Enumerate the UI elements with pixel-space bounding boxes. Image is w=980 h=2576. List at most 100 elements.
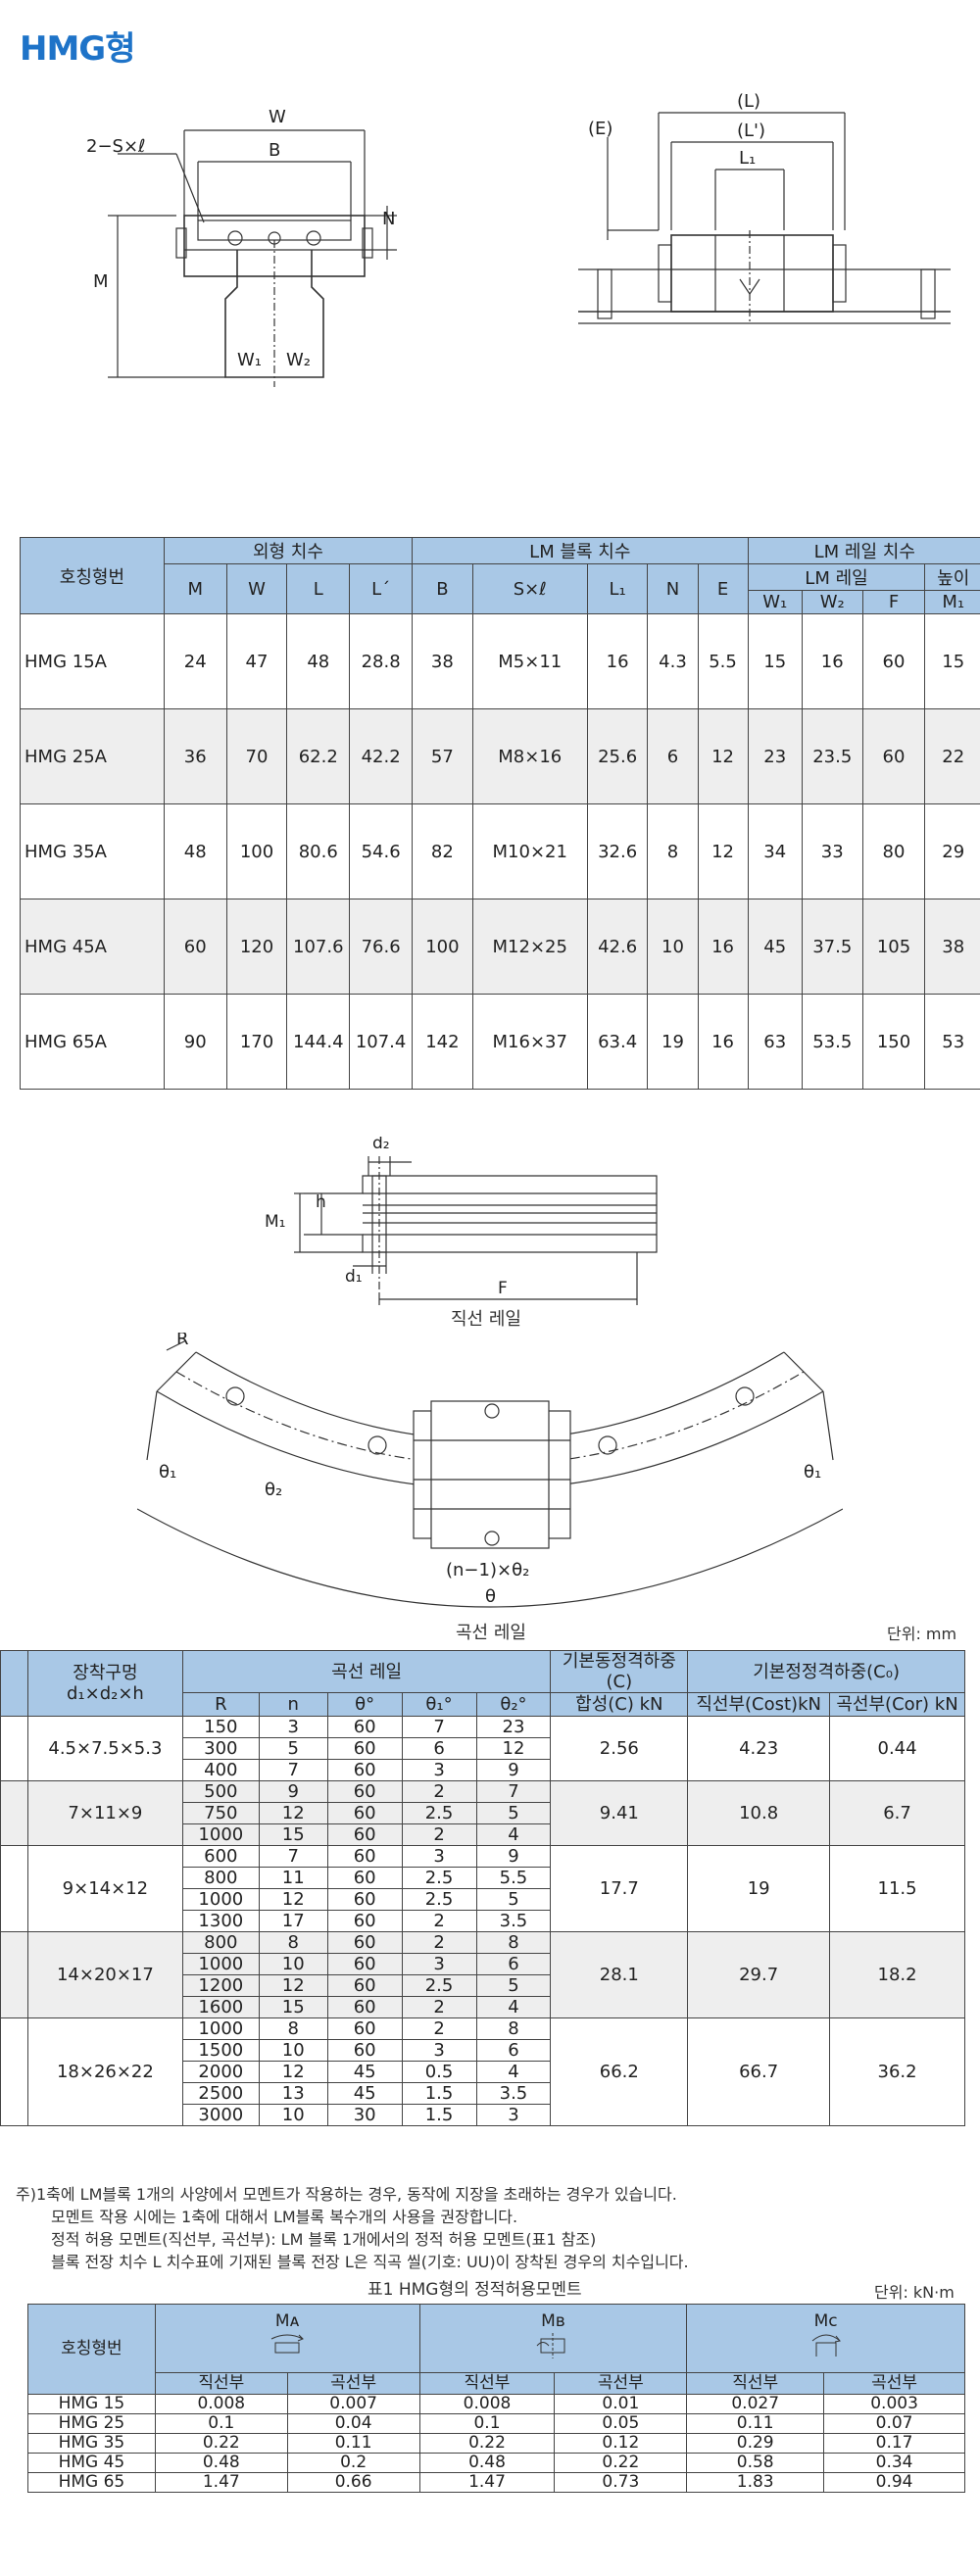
table-cell: 45 xyxy=(326,2082,403,2105)
table-cell: 1300 xyxy=(181,1910,260,1932)
table-cell: 2 xyxy=(401,1823,477,1846)
table-cell: 1200 xyxy=(181,1974,260,1997)
table-cell: M12×25 xyxy=(471,899,588,995)
straight-rail-caption: 직선 레일 xyxy=(451,1309,521,1330)
table-cell: 60 xyxy=(326,1759,403,1781)
col-header: θ₂° xyxy=(475,1692,552,1717)
table-cell: 7 xyxy=(258,1845,328,1868)
table-cell: 6 xyxy=(475,2039,552,2062)
cross-section-drawing: W B 2−S×ℓ N M W₁ W₂ xyxy=(86,107,397,387)
table-cell: 90 xyxy=(163,994,227,1090)
table-cell: 4 xyxy=(475,2061,552,2083)
table-cell: 9 xyxy=(475,1845,552,1868)
side-view-drawing: (L) (L') (E) L₁ xyxy=(578,91,951,324)
table-cell: 60 xyxy=(326,1823,403,1846)
table-cell: 2500 xyxy=(181,2082,260,2105)
table-cell: 16 xyxy=(586,613,649,709)
table-cell: 2.5 xyxy=(401,1802,477,1824)
table-cell: 6 xyxy=(647,708,699,804)
ma-header: Mᴀ xyxy=(154,2304,420,2373)
table-cell: 15 xyxy=(747,613,803,709)
table-cell: HMG 35 xyxy=(27,2433,156,2454)
table-cell: 53.5 xyxy=(801,994,863,1090)
label-d2: d₂ xyxy=(372,1137,390,1153)
table-cell: 60 xyxy=(326,1716,403,1738)
table-cell: 3 xyxy=(475,2104,552,2126)
table-cell: 17 xyxy=(258,1910,328,1932)
dyn-header: 기본동정격하중(C) xyxy=(550,1650,689,1693)
table-cell: 0.007 xyxy=(286,2394,420,2414)
table-cell: 34 xyxy=(747,803,803,899)
col-header: M xyxy=(163,563,227,614)
table-cell: 0.48 xyxy=(418,2453,556,2473)
label-L: (L) xyxy=(737,91,760,112)
table-cell: 0.003 xyxy=(823,2394,965,2414)
table-cell: 5.5 xyxy=(697,613,749,709)
table-cell: 0.5 xyxy=(401,2061,477,2083)
col-header: E xyxy=(697,563,749,614)
table-cell: 9 xyxy=(258,1780,328,1803)
table-cell: 8 xyxy=(475,1931,552,1954)
col-header: W₂ xyxy=(801,590,863,614)
table-cell: 6.7 xyxy=(829,1780,965,1846)
table-cell: 5 xyxy=(475,1888,552,1911)
table-cell: 57 xyxy=(412,708,473,804)
col-header: θ₁° xyxy=(401,1692,477,1717)
table-cell: 10.8 xyxy=(687,1780,831,1846)
table-cell: 10 xyxy=(258,1953,328,1975)
table-cell: 76.6 xyxy=(349,899,414,995)
col-header: B xyxy=(412,563,473,614)
label-S: 2−S×ℓ xyxy=(86,136,145,157)
table-cell: 60 xyxy=(326,1845,403,1868)
table-cell: 45 xyxy=(326,2061,403,2083)
table-cell: 36.2 xyxy=(829,2017,965,2126)
label-W: W xyxy=(269,107,286,127)
table-cell: 2 xyxy=(401,2017,477,2040)
table-cell: 37.5 xyxy=(801,899,863,995)
col-header: F xyxy=(861,590,926,614)
table-cell: 2 xyxy=(401,1931,477,1954)
mb-icon xyxy=(537,2332,565,2358)
table-cell: 500 xyxy=(181,1780,260,1803)
table-cell: 3 xyxy=(401,1953,477,1975)
table-cell: 5.5 xyxy=(475,1867,552,1889)
table-cell: 17.7 xyxy=(550,1845,689,1932)
col-header: L₁ xyxy=(586,563,649,614)
table-cell: 60 xyxy=(163,899,227,995)
table3-unit: 단위: kN·m xyxy=(874,2283,955,2302)
table-cell: 150 xyxy=(861,994,926,1090)
table-cell: 42.2 xyxy=(349,708,414,804)
table-cell: 800 xyxy=(181,1931,260,1954)
table-cell: 0.44 xyxy=(829,1716,965,1781)
table-cell: 0.05 xyxy=(554,2413,688,2434)
label-theta1-left: θ₁ xyxy=(159,1462,176,1482)
table-cell: 2.5 xyxy=(401,1888,477,1911)
table-cell: 60 xyxy=(326,1888,403,1911)
label-theta1-right: θ₁ xyxy=(804,1462,821,1482)
table-cell: 25.6 xyxy=(586,708,649,804)
table-cell: 2.56 xyxy=(550,1716,689,1781)
label-F: F xyxy=(498,1279,508,1298)
table-cell: HMG 25 xyxy=(27,2413,156,2434)
table-cell: 4.23 xyxy=(687,1716,831,1781)
table-cell: 8 xyxy=(647,803,699,899)
table-cell: 28.8 xyxy=(349,613,414,709)
table-cell: 29 xyxy=(924,803,980,899)
table-cell: M10×21 xyxy=(471,803,588,899)
table-cell: 170 xyxy=(225,994,288,1090)
label-Lp: (L') xyxy=(737,121,765,141)
table-cell: 0.04 xyxy=(286,2413,420,2434)
table-cell: 1000 xyxy=(181,1953,260,1975)
table-cell: 11 xyxy=(258,1867,328,1889)
